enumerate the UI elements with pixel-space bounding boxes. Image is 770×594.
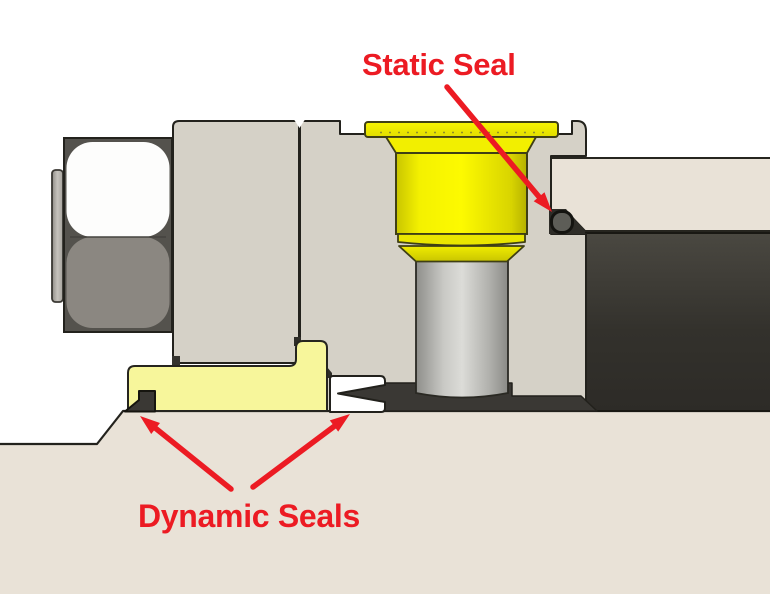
base-block [0,411,770,594]
block-seam-notch [294,119,305,128]
bolt-taper [398,245,525,263]
dynamic-seal-arrow-right [250,414,350,490]
dynamic-seal-arrow-left [140,416,234,492]
washer [51,169,64,303]
seal-carrier [127,340,328,412]
gland-body-left [172,120,300,364]
bolt-neck [385,136,537,154]
hex-nut [63,137,173,333]
flange-bolt [364,121,559,263]
bolt-flange [364,121,559,138]
housing-plate [550,157,770,232]
dynamic-wedge-seal [124,390,156,413]
hex-nut-facet-bottom [66,237,170,328]
static-seal-arrow [444,84,552,212]
dynamic-seals-label: Dynamic Seals [138,498,361,534]
bolt-band [397,233,526,247]
dynamic-v-seal [329,375,386,413]
housing-block [585,232,770,412]
body-corner-notch [172,356,180,366]
static-seal-label: Static Seal [362,47,516,82]
riser-gap-shadow [294,337,301,346]
bolt-body [395,152,528,235]
shaft [415,260,509,399]
hex-nut-facet-top [66,142,170,237]
static-seal-oring [550,210,574,234]
vseal-corner-shadow [327,367,332,378]
